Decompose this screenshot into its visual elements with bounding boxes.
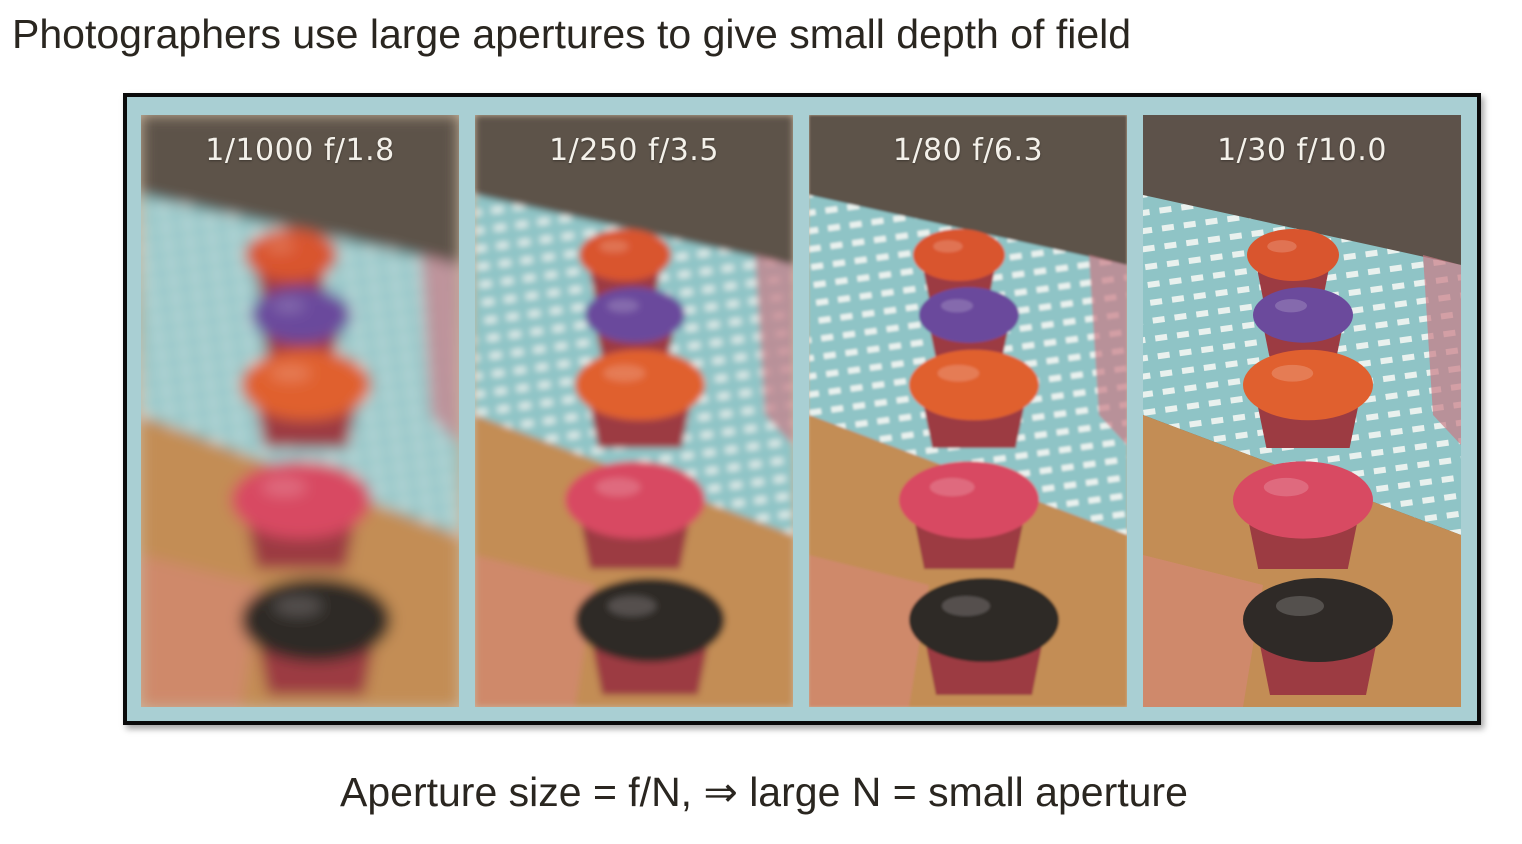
photo-panel-4: 1/30 f/10.0 <box>1143 115 1461 707</box>
cupcake-photo-1 <box>141 115 459 707</box>
cupcake-photo-2 <box>475 115 793 707</box>
photo-panel-1: 1/1000 f/1.8 <box>141 115 459 707</box>
photo-panel-2: 1/250 f/3.5 <box>475 115 793 707</box>
exposure-label-1: 1/1000 f/1.8 <box>205 133 395 168</box>
exposure-label-4: 1/30 f/10.0 <box>1217 133 1387 168</box>
photo-comparison-frame: 1/1000 f/1.8 1/250 f/3.5 1/80 f/6.3 1/30… <box>123 93 1481 725</box>
aperture-caption: Aperture size = f/N, ⇒ large N = small a… <box>340 769 1188 815</box>
cupcake-photo-4 <box>1143 115 1461 707</box>
slide-title: Photographers use large apertures to giv… <box>12 11 1132 57</box>
cupcake-photo-3 <box>809 115 1127 707</box>
photo-panel-3: 1/80 f/6.3 <box>809 115 1127 707</box>
exposure-label-2: 1/250 f/3.5 <box>549 133 719 168</box>
exposure-label-3: 1/80 f/6.3 <box>892 133 1044 168</box>
